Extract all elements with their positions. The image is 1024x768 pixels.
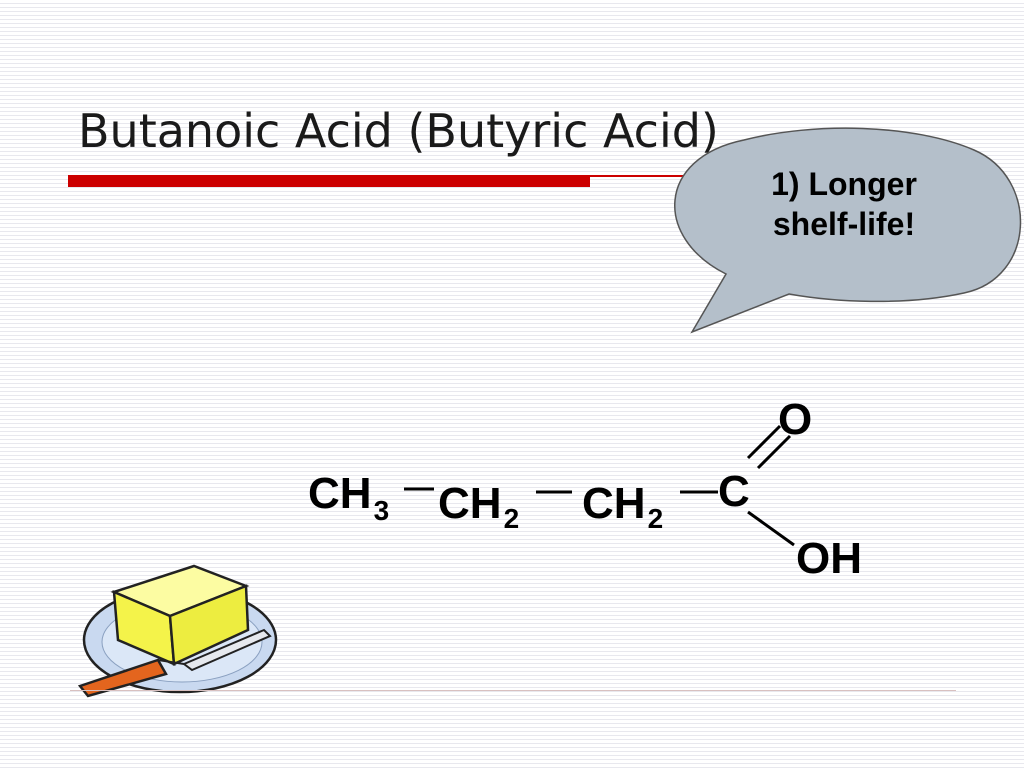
double-bond-b [756, 434, 792, 470]
ch3-group: CH3 [308, 469, 389, 526]
subscript-2a: 2 [504, 503, 520, 534]
subscript-3: 3 [374, 495, 390, 526]
callout-line-1: 1) Longer [771, 166, 917, 202]
structural-formula: CH3 CH2 CH2 C O OH [308, 395, 862, 583]
bottom-divider [70, 690, 956, 691]
atom-ch-1: CH [308, 469, 372, 518]
slide-title: Butanoic Acid (Butyric Acid) [78, 104, 719, 158]
callout-text: 1) Longer shelf-life! [710, 164, 978, 244]
atom-oxygen: O [778, 395, 812, 444]
bond-c-oh [747, 510, 795, 547]
ch2-group-2: CH2 [582, 479, 663, 534]
callout-line-2: shelf-life! [772, 206, 916, 242]
atom-carbon: C [718, 467, 750, 516]
subscript-2b: 2 [648, 503, 664, 534]
ch2-group-1: CH2 [438, 479, 519, 534]
double-bond-a [746, 424, 782, 460]
hydroxyl-group: OH [796, 534, 862, 583]
butter-on-plate-icon [77, 564, 278, 698]
title-underline-thick [68, 175, 590, 187]
title-underline-thin [590, 175, 760, 177]
atom-ch-3: CH [582, 479, 646, 528]
speech-bubble-shape [674, 127, 1022, 334]
speech-bubble [674, 127, 1022, 334]
atom-ch-2: CH [438, 479, 502, 528]
